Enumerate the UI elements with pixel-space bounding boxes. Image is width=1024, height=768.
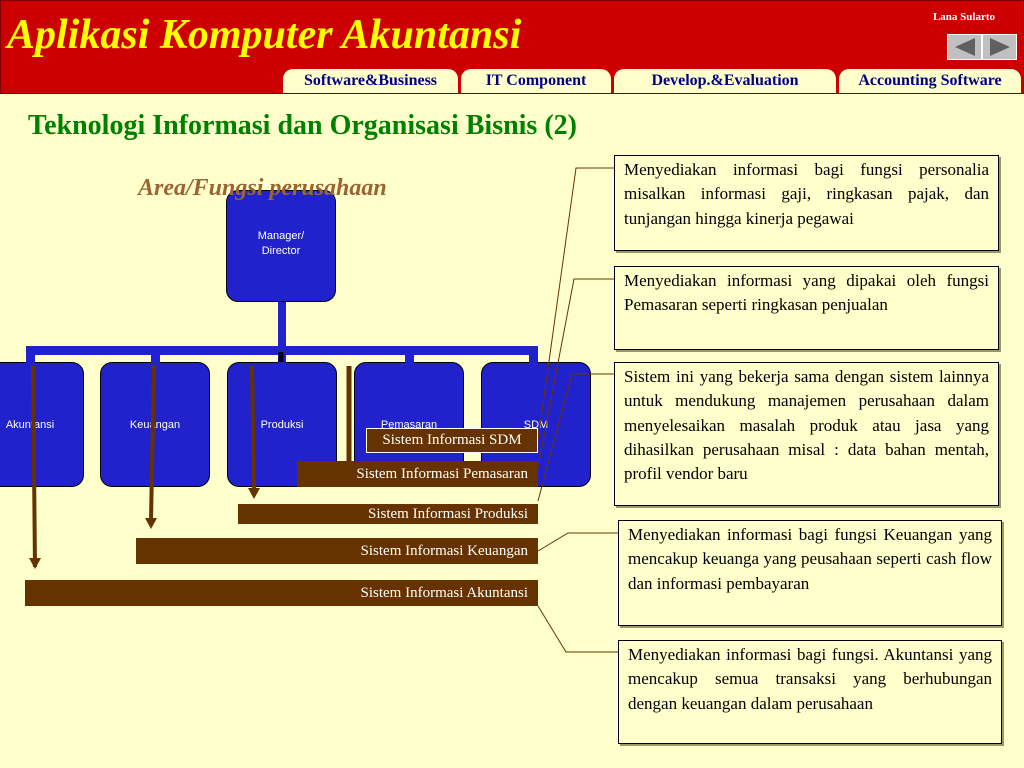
dept-label-produksi: Produksi bbox=[260, 418, 304, 431]
system-bar-produksi: Sistem Informasi Produksi bbox=[238, 504, 538, 524]
manager-label-line2: Director bbox=[261, 245, 301, 257]
desc-box-keuangan: Menyediakan informasi bagi fungsi Keuang… bbox=[618, 520, 1002, 626]
org-node-manager: Manager/ Director bbox=[226, 190, 336, 302]
system-bar-akuntansi: Sistem Informasi Akuntansi bbox=[25, 580, 538, 606]
desc-box-akuntansi: Menyediakan informasi bagi fungsi. Akunt… bbox=[618, 640, 1002, 744]
leader-line-sdm bbox=[537, 167, 614, 441]
leader-line-produksi bbox=[537, 373, 614, 502]
leader-line-pemasaran bbox=[537, 278, 614, 469]
tab-accounting-software[interactable]: Accounting Software bbox=[839, 69, 1021, 93]
triangle-left-icon bbox=[954, 38, 975, 56]
desc-box-pemasaran: Menyediakan informasi yang dipakai oleh … bbox=[614, 266, 999, 350]
desc-box-sdm: Menyediakan informasi bagi fungsi person… bbox=[614, 155, 999, 251]
dept-label-akuntansi: Akuntansi bbox=[5, 418, 55, 431]
system-bar-pemasaran: Sistem Informasi Pemasaran bbox=[297, 461, 538, 487]
tab-software-business[interactable]: Software&Business bbox=[283, 69, 458, 93]
org-node-akuntansi: Akuntansi bbox=[0, 362, 84, 487]
manager-label-line1: Manager/ bbox=[257, 230, 305, 242]
desc-box-produksi: Sistem ini yang bekerja sama dengan sist… bbox=[614, 362, 999, 506]
org-trunk-line bbox=[278, 302, 286, 350]
slide-navigation bbox=[947, 34, 1017, 60]
diagram-subtitle: Area/Fungsi perusahaan bbox=[138, 175, 387, 201]
triangle-right-icon bbox=[989, 38, 1010, 56]
app-title: Aplikasi Komputer Akuntansi bbox=[7, 12, 522, 58]
tab-develop-evaluation[interactable]: Develop.&Evaluation bbox=[614, 69, 836, 93]
leader-line-keuangan bbox=[537, 532, 618, 552]
author-name: Lana Sularto bbox=[932, 11, 995, 23]
system-bar-keuangan: Sistem Informasi Keuangan bbox=[136, 538, 538, 564]
tab-it-component[interactable]: IT Component bbox=[461, 69, 611, 93]
slide-title: Teknologi Informasi dan Organisasi Bisni… bbox=[28, 110, 577, 141]
system-bar-sdm: Sistem Informasi SDM bbox=[366, 428, 538, 453]
leader-line-akuntansi bbox=[537, 605, 618, 653]
prev-slide-button[interactable] bbox=[947, 34, 982, 60]
next-slide-button[interactable] bbox=[982, 34, 1017, 60]
